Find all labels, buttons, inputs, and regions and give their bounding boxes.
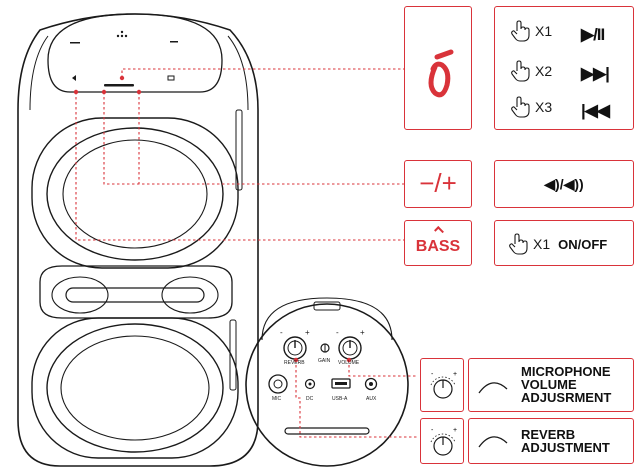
bass-action-box: X1 ON/OFF [494,220,634,266]
press-row-1: X1 [509,19,552,43]
mic-volume-label-line-2: VOLUME [521,377,577,392]
volume-button-label: −/+ [419,168,457,198]
rear-port-label-aux: AUX [366,396,377,402]
svg-text:+: + [453,427,457,434]
middle-bar [65,287,205,303]
rear-port-label-dc: DC [306,396,314,402]
bass-press-row: X1 ON/OFF [507,232,607,256]
mic-volume-label-line-1: MICROPHONE [521,364,611,379]
rear-port-label-usb: USB-A [332,396,348,402]
rotate-arc-icon [478,382,508,394]
speaker-side-strip [235,109,243,191]
connector-lines [75,68,418,438]
middle-right-ring [161,276,219,314]
usb-a-port [331,378,351,389]
press-row-3: X3 [509,95,552,119]
rotate-arc-icon [478,436,508,448]
lower-woofer [46,323,224,453]
hand-press-icon [511,60,530,82]
bass-button-box: BASS [404,220,472,266]
mic-volume-label-box: MICROPHONE VOLUME ADJUSRMENT [468,358,634,412]
mic-knob-icon-box: - + [420,358,464,412]
mic-volume-label: MICROPHONE VOLUME ADJUSRMENT [521,365,611,404]
svg-text:+: + [453,371,457,378]
hand-press-icon [509,233,528,255]
bass-press-count: X1 [533,236,551,252]
middle-left-ring [51,276,109,314]
reverb-knob-minus: - [280,328,283,337]
rear-panel-top-arc [261,297,393,341]
knob-icon: - + [430,427,457,456]
lower-woofer-inner [60,335,210,441]
svg-text:-: - [431,371,434,378]
bass-action-label: ON/OFF [558,236,608,252]
volume-action-box: ◀)/◀)) [494,160,634,208]
dc-port [304,378,316,390]
press-row-2: X2 [509,59,552,83]
reverb-label-line-1: REVERB [521,427,576,442]
rear-panel [245,303,409,467]
reverb-knob-plus: + [305,328,310,337]
next-track-icon: ▶▶| [581,64,610,83]
bass-up-mark-icon [434,226,444,236]
upper-woofer [46,127,224,261]
speaker-body-inner [29,35,249,111]
press-count-x2: X2 [535,63,553,79]
speaker-side-strip-lower [229,319,237,391]
reverb-label-box: REVERB ADJUSTMENT [468,418,634,464]
hand-press-icon [511,20,530,42]
mic-port [268,374,288,394]
rear-panel-notch [313,301,341,311]
volume-down-up-icon: ◀)/◀)) [544,176,584,192]
volume-button-box: −/+ [404,160,472,208]
bass-button-label: BASS [415,238,461,255]
rear-knob-label-reverb: REVERB [284,360,305,366]
hand-press-icon [511,96,530,118]
aux-port [364,377,378,391]
lower-woofer-frame [31,317,239,459]
rear-port-label-mic: MIC [272,396,282,402]
volume-knob-minus: - [336,328,339,337]
svg-text:-: - [431,427,434,434]
reverb-label: REVERB ADJUSTMENT [521,428,610,454]
dome-indicators [70,30,178,87]
upper-woofer-frame [31,117,239,269]
connector-dots [73,75,352,363]
previous-track-icon: |◀◀ [581,101,610,120]
rear-knob-label-volume: VOLUME [338,360,360,366]
middle-loop [39,265,233,319]
press-count-x1: X1 [535,23,553,39]
knob-icon: - + [430,371,457,399]
soundcore-logo-icon [428,49,454,98]
reverb-knob-icon-box: - + [420,418,464,464]
reverb-label-line-2: ADJUSTMENT [521,440,610,455]
play-controls-box: X1 ▶/II X2 ▶▶| X3 |◀◀ [494,6,634,130]
mic-volume-label-line-3: ADJUSRMENT [521,390,612,405]
upper-woofer-inner [62,139,208,249]
press-count-x3: X3 [535,99,553,115]
rear-knob-label-gain: GAIN [318,358,331,364]
play-pause-icon: ▶/II [581,25,605,44]
logo-button-box [404,6,472,130]
control-dome [47,13,223,93]
rear-panel-slot [284,427,370,435]
volume-knob-plus: + [360,328,365,337]
